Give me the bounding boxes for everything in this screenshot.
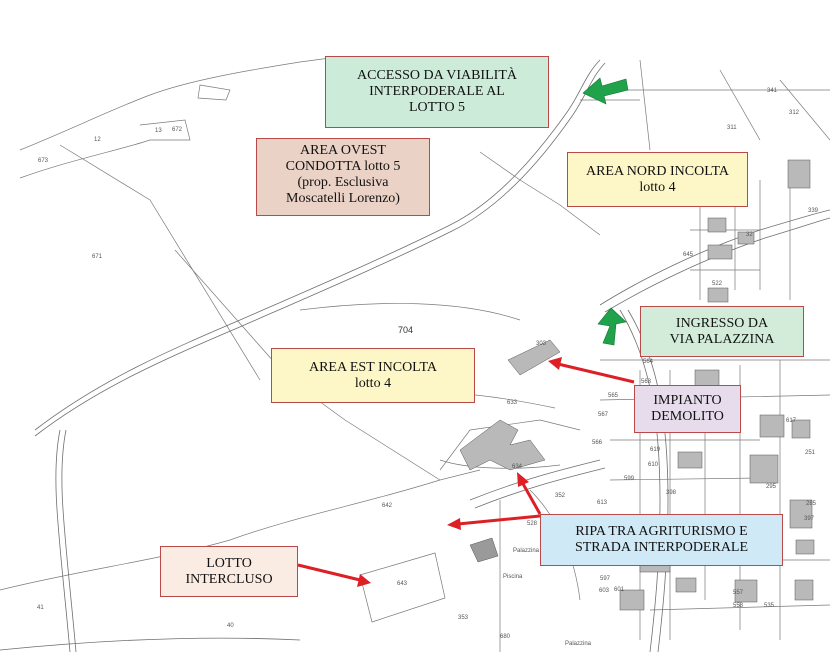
label-area-ovest-line-1: AREA OVEST <box>300 143 386 158</box>
parcel-557: 557 <box>733 590 744 596</box>
parcel-704: 704 <box>398 325 413 335</box>
label-area-est-line-2: lotto 4 <box>354 375 392 391</box>
parcel-558: 558 <box>733 603 744 609</box>
red-arrows <box>297 357 635 587</box>
parcel-601: 601 <box>614 587 625 593</box>
parcel-603: 603 <box>599 588 610 594</box>
parcel-341: 341 <box>767 88 778 94</box>
parcel-535: 535 <box>764 603 775 609</box>
place-piscina: Piscina <box>503 574 523 580</box>
parcel-numbers: 704 633 642 643 634 671 673 672 12 13 70… <box>37 88 819 647</box>
label-area-ovest-line-3: (prop. Esclusiva <box>297 175 389 190</box>
buildings <box>459 159 815 611</box>
parcel-285: 285 <box>806 501 817 507</box>
label-lotto-line-2: INTERCLUSO <box>185 571 273 587</box>
label-area-nord-line-2: lotto 4 <box>639 179 676 195</box>
parcel-672: 672 <box>172 127 183 133</box>
place-palazzina-2: Palazzina <box>565 641 592 647</box>
parcel-352: 352 <box>555 493 566 499</box>
parcel-boundaries <box>0 57 830 652</box>
parcel-312: 312 <box>789 110 800 116</box>
parcel-13: 13 <box>155 128 162 134</box>
green-arrow-up-icon <box>597 307 627 346</box>
label-area-nord-line-1: AREA NORD INCOLTA <box>585 163 730 179</box>
label-area-est-line-1: AREA EST INCOLTA <box>308 359 437 375</box>
label-area-est: AREA EST INCOLTA lotto 4 <box>271 348 475 403</box>
parcel-634: 634 <box>512 464 523 470</box>
label-lotto: LOTTO INTERCLUSO <box>160 546 298 597</box>
parcel-295: 295 <box>766 484 777 490</box>
label-ingresso: INGRESSO DA VIA PALAZZINA <box>640 306 804 357</box>
green-arrow-left-icon <box>582 77 629 105</box>
parcel-597: 597 <box>600 576 611 582</box>
parcel-522: 522 <box>712 281 723 287</box>
parcel-398: 398 <box>666 490 677 496</box>
parcel-40: 40 <box>227 623 234 629</box>
parcel-41: 41 <box>37 605 44 611</box>
parcel-528: 528 <box>527 521 538 527</box>
parcel-617: 617 <box>786 418 797 424</box>
parcel-251: 251 <box>805 450 816 456</box>
parcel-353: 353 <box>458 615 469 621</box>
label-area-ovest: AREA OVEST CONDOTTA lotto 5 (prop. Esclu… <box>256 138 430 216</box>
arrow-ripa-left-icon <box>447 514 541 530</box>
parcel-563: 563 <box>641 379 652 385</box>
label-impianto: IMPIANTO DEMOLITO <box>634 385 741 433</box>
label-accesso: ACCESSO DA VIABILITÀ INTERPODERALE AL LO… <box>325 56 549 128</box>
parcel-339: 339 <box>808 208 819 214</box>
place-palazzina-1: Palazzina <box>513 548 540 554</box>
label-area-ovest-line-2: CONDOTTA lotto 5 <box>285 159 401 174</box>
green-arrows <box>582 77 629 346</box>
parcel-397: 397 <box>804 516 815 522</box>
label-accesso-line-1: ACCESSO DA VIABILITÀ <box>357 68 517 83</box>
label-ingresso-line-2: VIA PALAZZINA <box>669 331 775 347</box>
label-ripa-line-1: RIPA TRA AGRITURISMO E <box>575 524 748 539</box>
label-area-ovest-line-4: Moscatelli Lorenzo) <box>286 191 400 206</box>
label-area-nord: AREA NORD INCOLTA lotto 4 <box>567 152 748 207</box>
arrow-to-lotto-icon <box>297 563 371 587</box>
label-lotto-line-1: LOTTO <box>206 555 252 571</box>
parcel-567: 567 <box>598 412 609 418</box>
label-impianto-line-1: IMPIANTO <box>653 393 722 408</box>
parcel-673: 673 <box>38 158 49 164</box>
label-ingresso-line-1: INGRESSO DA <box>675 315 769 331</box>
parcel-680: 680 <box>500 634 511 640</box>
label-accesso-line-3: LOTTO 5 <box>408 100 466 115</box>
parcel-671: 671 <box>92 254 103 260</box>
parcel-32: 32 <box>746 232 753 238</box>
parcel-643: 643 <box>397 581 408 587</box>
parcel-613: 613 <box>597 500 608 506</box>
label-ripa: RIPA TRA AGRITURISMO E STRADA INTERPODER… <box>540 514 783 566</box>
parcel-311: 311 <box>727 125 737 131</box>
parcel-599: 599 <box>624 476 635 482</box>
parcel-645: 645 <box>683 252 694 258</box>
parcel-12: 12 <box>94 137 101 143</box>
parcel-565: 565 <box>608 393 619 399</box>
parcel-633: 633 <box>507 400 518 406</box>
parcel-610: 610 <box>648 462 659 468</box>
arrow-ripa-up-icon <box>517 472 542 515</box>
parcel-564: 564 <box>643 359 654 365</box>
parcel-619: 619 <box>650 447 661 453</box>
label-accesso-line-2: INTERPODERALE AL <box>369 84 505 99</box>
parcel-303: 303 <box>536 341 547 347</box>
label-impianto-line-2: DEMOLITO <box>651 409 724 424</box>
label-ripa-line-2: STRADA INTERPODERALE <box>574 540 749 555</box>
parcel-566: 566 <box>592 440 603 446</box>
parcel-642: 642 <box>382 503 393 509</box>
arrow-to-impianto-icon <box>548 357 635 384</box>
